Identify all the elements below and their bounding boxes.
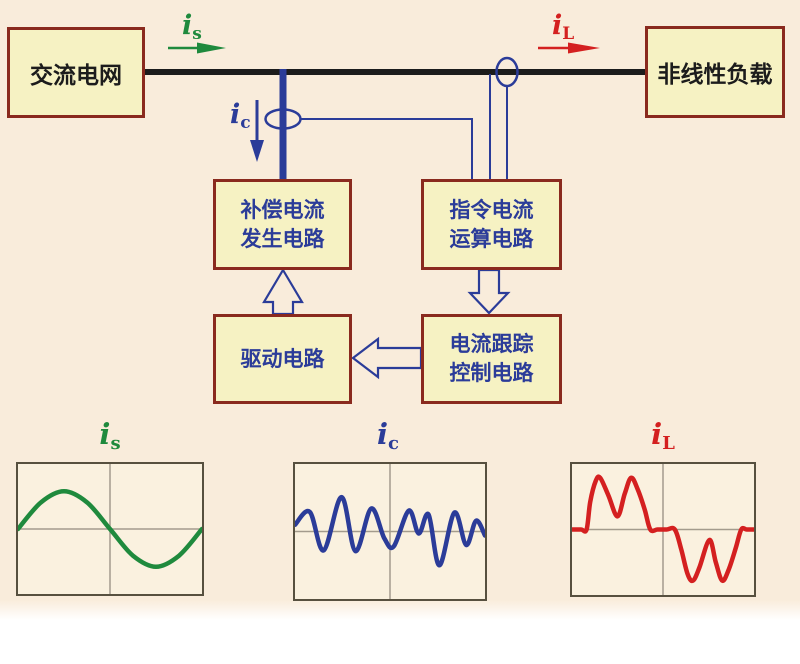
- block-current-tracking-control: 电流跟踪 控制电路: [421, 314, 562, 404]
- iL-arrow: [538, 42, 600, 54]
- iL-waveform-chart: [572, 464, 754, 595]
- scope-is-plot: [16, 462, 204, 596]
- ic-waveform: [295, 494, 485, 568]
- scope-iL-plot: [570, 462, 756, 597]
- ic-arrow: [250, 100, 264, 162]
- is-subscript: s: [192, 23, 202, 44]
- scope-ic-title: ic: [377, 417, 399, 455]
- iL-label-top: iL: [552, 12, 574, 43]
- block-compensation-label-line2: 发生电路: [240, 227, 325, 251]
- is-waveform-chart: [18, 464, 202, 594]
- block-ac-grid-label: 交流电网: [30, 61, 122, 88]
- block-nonlinear-load: 非线性负载: [645, 26, 785, 118]
- is-label-top: is: [182, 12, 202, 43]
- scope-is-title: is: [99, 417, 121, 455]
- block-command-label-line2: 运算电路: [449, 227, 534, 251]
- block-nonlinear-load-label: 非线性负载: [657, 61, 773, 87]
- block-drive-label: 驱动电路: [240, 347, 325, 371]
- ic-waveform-chart: [295, 464, 485, 599]
- scope-ic-plot: [293, 462, 487, 601]
- is-waveform: [18, 489, 202, 569]
- block-command-label-line1: 指令电流: [449, 198, 534, 222]
- iL-symbol: i: [552, 10, 563, 41]
- ic-symbol: i: [230, 99, 241, 130]
- block-ac-grid: 交流电网: [7, 27, 145, 118]
- block-compensation-label-line1: 补偿电流: [240, 198, 325, 222]
- drive-to-compensation-arrow: [262, 267, 304, 316]
- iL-waveform: [572, 474, 754, 584]
- command-to-tracking-arrow: [467, 268, 511, 315]
- scope-iL-title: iL: [651, 417, 675, 455]
- iL-subscript: L: [562, 23, 575, 44]
- block-command-current-calculator: 指令电流 运算电路: [421, 179, 562, 270]
- compensation-signal-line: [300, 118, 473, 182]
- block-tracking-label-line1: 电流跟踪: [449, 333, 534, 356]
- ic-subscript: c: [240, 112, 251, 133]
- ic-label: ic: [230, 101, 251, 132]
- is-arrow: [168, 42, 226, 54]
- tracking-to-drive-arrow: [351, 336, 423, 380]
- block-compensation-current-generator: 补偿电流 发生电路: [213, 179, 352, 270]
- is-symbol: i: [182, 10, 193, 41]
- block-drive-circuit: 驱动电路: [213, 314, 352, 404]
- block-tracking-label-line2: 控制电路: [449, 362, 534, 385]
